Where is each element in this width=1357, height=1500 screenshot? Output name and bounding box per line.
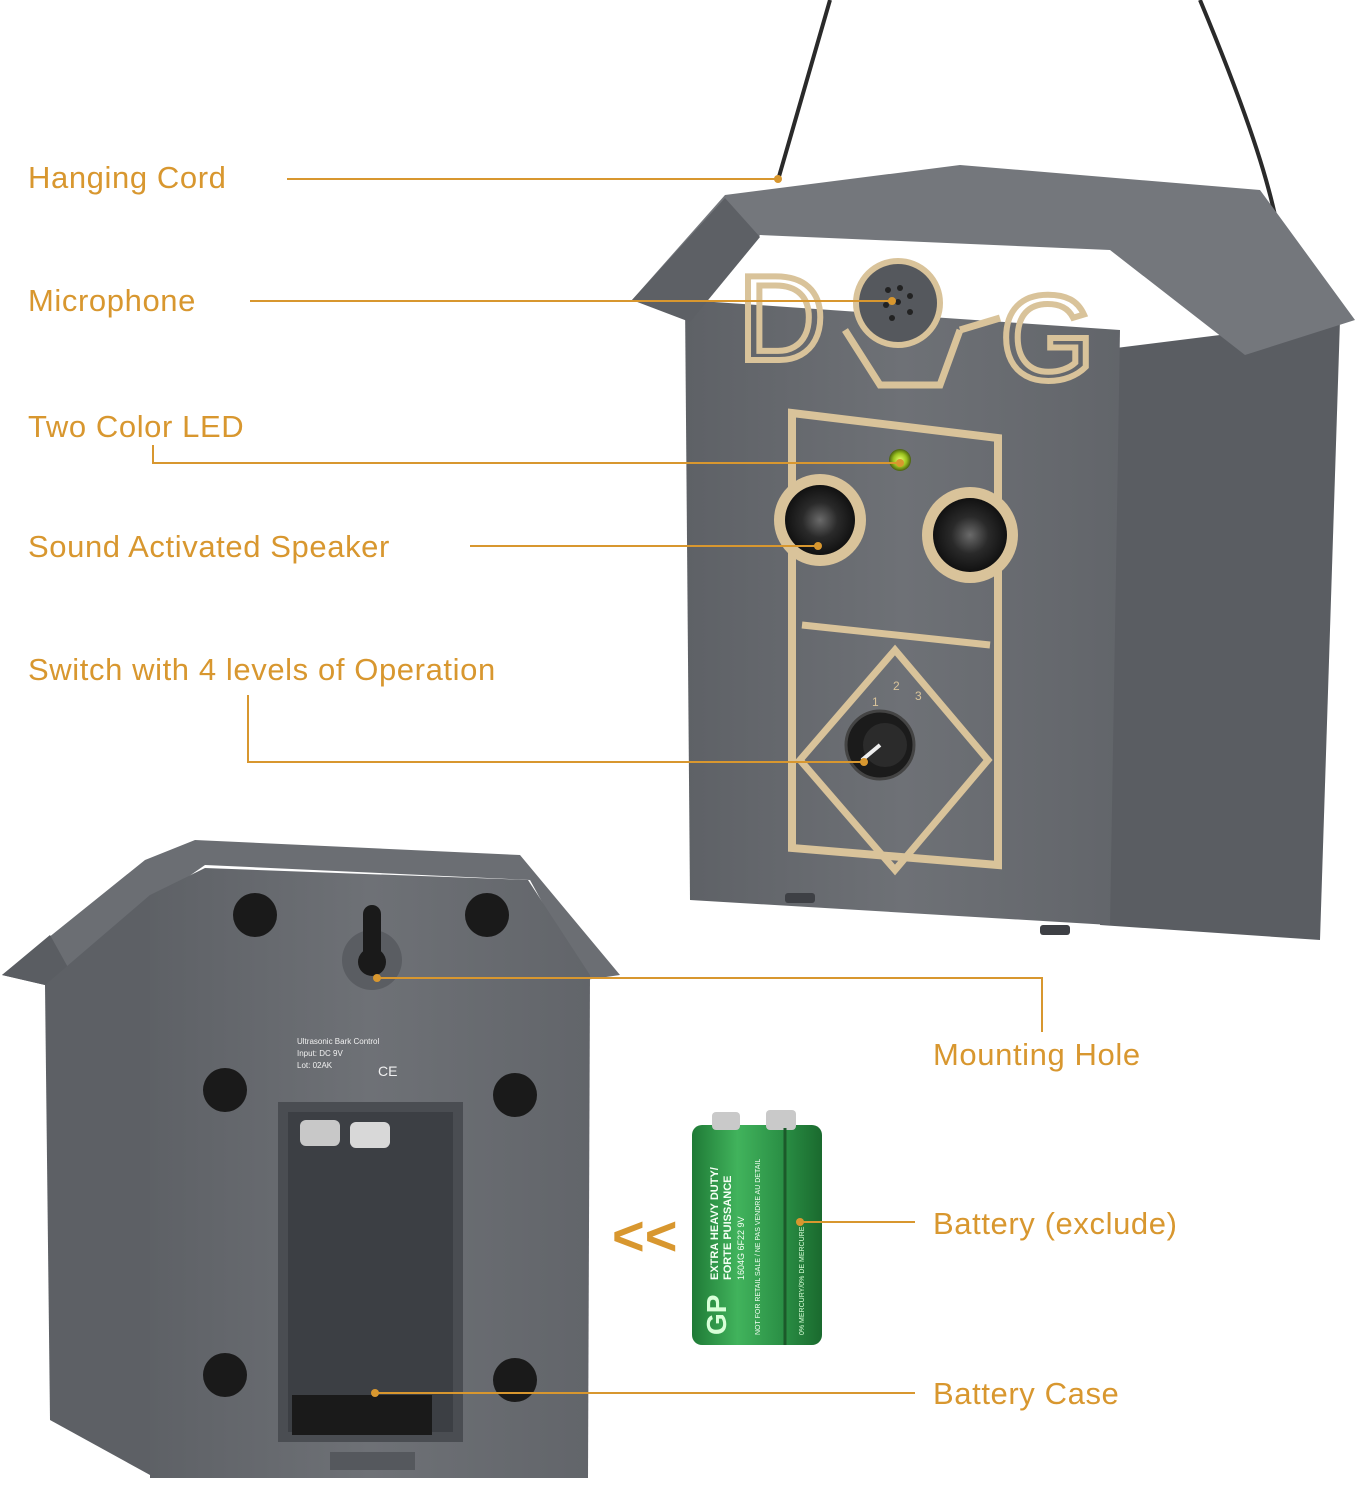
- rating-label-line3: Lot: 02AK: [297, 1061, 333, 1070]
- battery-compartment: [278, 1102, 463, 1442]
- dial-mark-1: 1: [872, 695, 879, 709]
- label-switch-levels: Switch with 4 levels of Operation: [28, 652, 496, 687]
- label-mounting-hole: Mounting Hole: [933, 1037, 1141, 1072]
- label-microphone: Microphone: [28, 283, 196, 318]
- speaker-right-icon: [922, 487, 1018, 583]
- dial-mark-2: 2: [893, 679, 900, 693]
- microphone-icon: [853, 258, 943, 348]
- battery-brand: GP: [701, 1295, 732, 1335]
- rating-label-line1: Ultrasonic Bark Control: [297, 1037, 379, 1046]
- label-sound-speaker: Sound Activated Speaker: [28, 529, 390, 564]
- leader-lines: [152, 175, 1043, 1397]
- device-back: Ultrasonic Bark Control Input: DC 9V Lot…: [2, 840, 620, 1478]
- rating-label-line2: Input: DC 9V: [297, 1049, 343, 1058]
- logo-letter-g: G: [1000, 270, 1095, 406]
- battery-line3: 1604G 6F22 9V: [736, 1216, 746, 1280]
- device-front: D G: [632, 165, 1355, 940]
- battery-line5: 0% MERCURY/0% DE MERCURE: [799, 1226, 806, 1335]
- mounting-hole-icon: [342, 905, 402, 990]
- logo-letter-d: D: [738, 250, 826, 386]
- cert-marks: CE: [378, 1063, 397, 1079]
- label-battery-exclude: Battery (exclude): [933, 1206, 1178, 1241]
- insert-arrow-icon: <<: [612, 1204, 677, 1267]
- battery-line2: FORTE PUISSANCE: [722, 1175, 734, 1280]
- label-hanging-cord: Hanging Cord: [28, 160, 227, 195]
- speaker-left-icon: [774, 474, 866, 566]
- battery-line4: NOT FOR RETAIL SALE / NE PAS VENDRE AU D…: [755, 1159, 762, 1335]
- dial-mark-3: 3: [915, 689, 922, 703]
- label-battery-case: Battery Case: [933, 1376, 1120, 1411]
- screw-holes: [203, 893, 537, 1402]
- battery-9v-icon: GP EXTRA HEAVY DUTY/ FORTE PUISSANCE 160…: [692, 1110, 822, 1345]
- label-two-color-led: Two Color LED: [28, 409, 245, 444]
- battery-line1: EXTRA HEAVY DUTY/: [709, 1167, 721, 1280]
